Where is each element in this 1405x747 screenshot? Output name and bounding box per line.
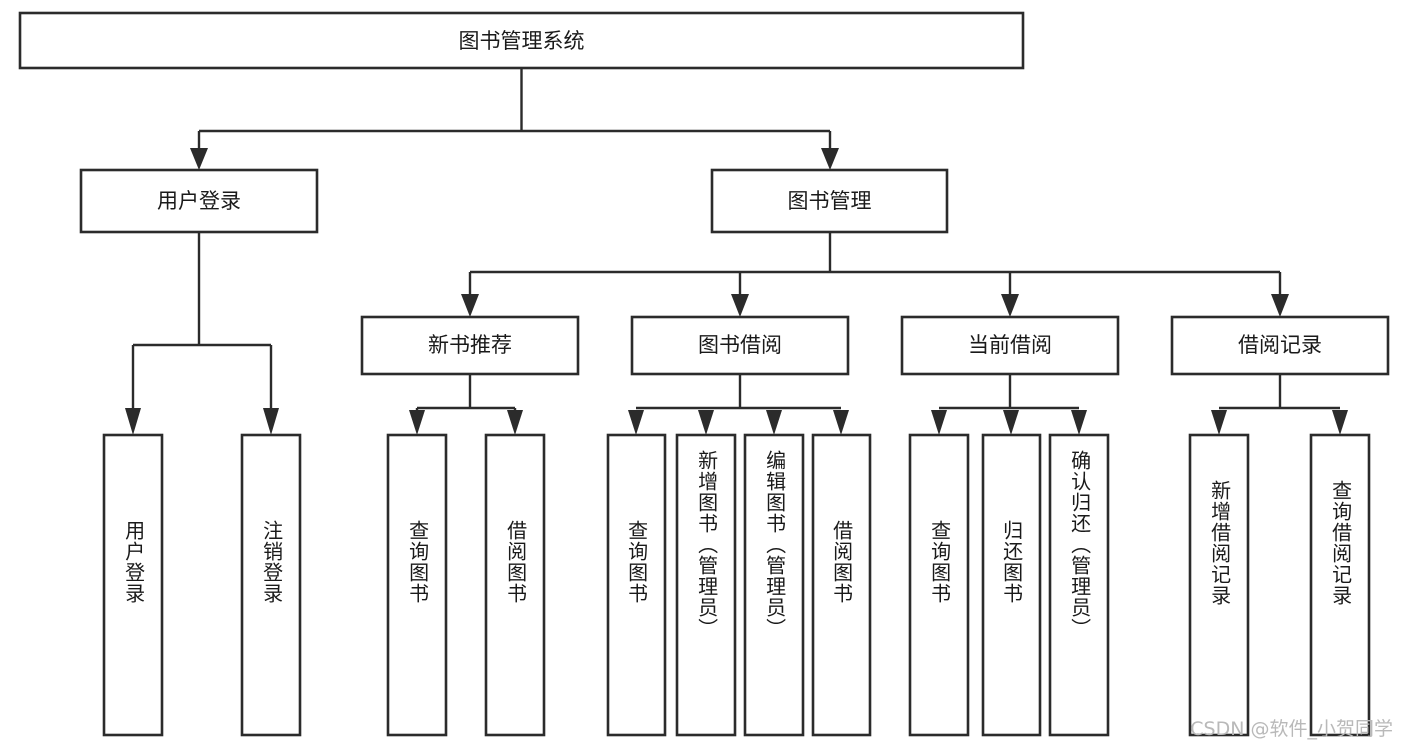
node-book-borrow-label: 图书借阅 — [698, 333, 782, 357]
leaf-layer — [102, 433, 1371, 737]
arrowhead-leaf-add-record — [1211, 410, 1227, 435]
node-book-manage[interactable]: 图书管理 — [710, 168, 949, 234]
node-leaf-add-book-box[interactable] — [675, 433, 737, 737]
node-current-borrow-box[interactable] — [900, 315, 1120, 376]
arrowhead-leaf-query-record — [1332, 410, 1348, 435]
node-leaf-query-book-rec-box[interactable] — [386, 433, 448, 737]
node-book-manage-label: 图书管理 — [788, 189, 872, 213]
arrowhead-current-borrow — [1001, 294, 1019, 317]
node-new-book-rec-label: 新书推荐 — [428, 333, 512, 357]
watermark-text: CSDN @软件_小贺同学 — [1190, 718, 1393, 740]
node-leaf-confirm-return-box[interactable] — [1048, 433, 1110, 737]
arrowhead-leaf-borrow-book — [833, 410, 849, 435]
arrowhead-book-borrow — [731, 294, 749, 317]
connector-layer — [125, 68, 1348, 435]
arrowhead-leaf-user-logout — [263, 408, 279, 435]
arrowhead-leaf-borrow-book-rec — [507, 410, 523, 435]
node-leaf-borrow-book-box[interactable] — [811, 433, 872, 737]
node-book-borrow-box[interactable] — [630, 315, 850, 376]
node-borrow-record[interactable]: 借阅记录 — [1170, 315, 1390, 376]
arrowhead-leaf-confirm-return — [1071, 410, 1087, 435]
node-leaf-user-login-box[interactable] — [102, 433, 164, 737]
node-leaf-borrow-book-rec-box[interactable] — [484, 433, 546, 737]
node-book-borrow[interactable]: 图书借阅 — [630, 315, 850, 376]
node-borrow-record-box[interactable] — [1170, 315, 1390, 376]
node-leaf-query-book-borrow-box[interactable] — [606, 433, 667, 737]
node-new-book-rec-box[interactable] — [360, 315, 580, 376]
arrowhead-user-login — [190, 148, 208, 170]
arrowhead-leaf-query-book-borrow — [628, 410, 644, 435]
node-root[interactable]: 图书管理系统 — [18, 11, 1025, 70]
node-borrow-record-label: 借阅记录 — [1238, 333, 1322, 357]
node-root-box[interactable] — [18, 11, 1025, 70]
arrowhead-leaf-query-book-cur — [931, 410, 947, 435]
node-leaf-query-record-box[interactable] — [1309, 433, 1371, 737]
node-user-login-box[interactable] — [79, 168, 319, 234]
node-book-manage-box[interactable] — [710, 168, 949, 234]
arrowhead-leaf-return-book — [1003, 410, 1019, 435]
arrowhead-book-manage — [821, 148, 839, 170]
arrowhead-leaf-add-book — [698, 410, 714, 435]
node-root-label: 图书管理系统 — [459, 29, 585, 53]
arrowhead-new-book-rec — [461, 294, 479, 317]
node-current-borrow-label: 当前借阅 — [968, 333, 1052, 357]
node-leaf-return-book-box[interactable] — [981, 433, 1042, 737]
node-user-login[interactable]: 用户登录 — [79, 168, 319, 234]
arrowhead-leaf-query-book-rec — [409, 410, 425, 435]
node-current-borrow[interactable]: 当前借阅 — [900, 315, 1120, 376]
node-leaf-query-book-cur-box[interactable] — [908, 433, 970, 737]
node-new-book-rec[interactable]: 新书推荐 — [360, 315, 580, 376]
node-leaf-add-record-box[interactable] — [1188, 433, 1250, 737]
arrowhead-leaf-user-login — [125, 408, 141, 435]
arrowhead-borrow-record — [1271, 294, 1289, 317]
node-leaf-user-logout-box[interactable] — [240, 433, 302, 737]
arrowhead-leaf-edit-book — [766, 410, 782, 435]
node-leaf-edit-book-box[interactable] — [743, 433, 805, 737]
node-user-login-label: 用户登录 — [157, 189, 241, 213]
